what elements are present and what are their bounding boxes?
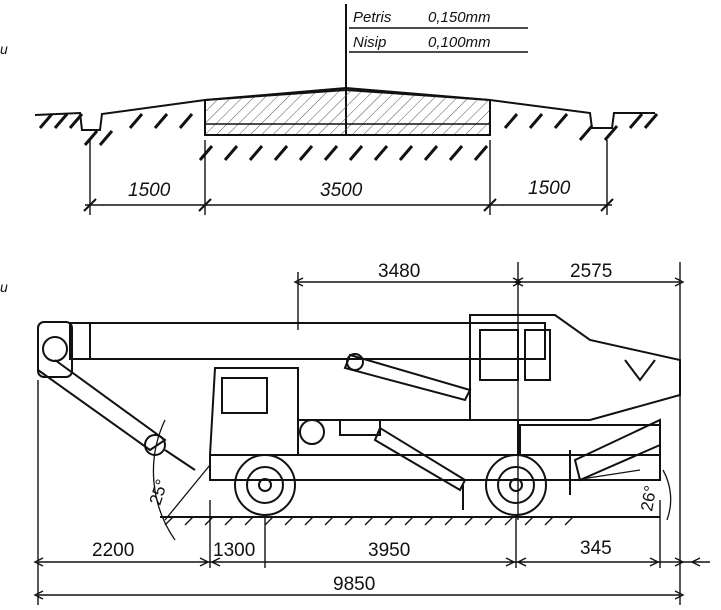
luffing-cylinder bbox=[343, 353, 472, 402]
approach-angle-label: 25° bbox=[146, 477, 172, 507]
road-dim-center: 3500 bbox=[320, 180, 363, 201]
layer-thickness-1: 0,150mm bbox=[428, 9, 491, 26]
road-dim-right: 1500 bbox=[528, 178, 571, 199]
ground-profile bbox=[34, 86, 655, 131]
dim-2200: 2200 bbox=[92, 540, 134, 561]
dim-overall-length: 9850 bbox=[333, 574, 375, 595]
chassis bbox=[209, 419, 661, 481]
departure-angle-arc bbox=[662, 469, 672, 521]
crane-boom bbox=[37, 321, 546, 378]
approach-angle-arc bbox=[152, 419, 176, 541]
wheel-rear bbox=[485, 454, 547, 516]
margin-mark-top: u bbox=[0, 41, 8, 57]
operator-cabin bbox=[469, 314, 681, 421]
dim-2575: 2575 bbox=[570, 261, 612, 282]
layer-label-2: Nisip bbox=[353, 34, 386, 51]
dim-3480: 3480 bbox=[378, 261, 420, 282]
layer-thickness-2: 0,100mm bbox=[428, 34, 491, 51]
layer-legend: Petris 0,150mm Nisip 0,100mm bbox=[345, 4, 528, 135]
dim-345: 345 bbox=[580, 538, 612, 559]
truck-crane: 3480 2575 bbox=[33, 261, 710, 605]
road-cross-section: Petris 0,150mm Nisip 0,100mm 1500 35 bbox=[34, 4, 659, 215]
road-dimension-line bbox=[83, 140, 614, 215]
outrigger-rear bbox=[569, 418, 661, 495]
crane-bottom-dimensions bbox=[33, 360, 710, 605]
crane-top-dimensions bbox=[293, 262, 685, 520]
departure-angle-label: 26° bbox=[637, 484, 660, 513]
road-dim-left: 1500 bbox=[128, 180, 171, 201]
layer-label-1: Petris bbox=[353, 9, 392, 26]
ground-hatching bbox=[38, 113, 659, 161]
dim-3950: 3950 bbox=[368, 540, 410, 561]
ground-hatch bbox=[164, 516, 574, 526]
dim-1300: 1300 bbox=[213, 540, 255, 561]
outrigger-front bbox=[373, 426, 467, 510]
pavement-layers bbox=[204, 88, 491, 136]
truck-cab bbox=[208, 367, 299, 456]
margin-mark-bottom: u bbox=[0, 279, 8, 295]
wheel-front bbox=[234, 454, 296, 516]
